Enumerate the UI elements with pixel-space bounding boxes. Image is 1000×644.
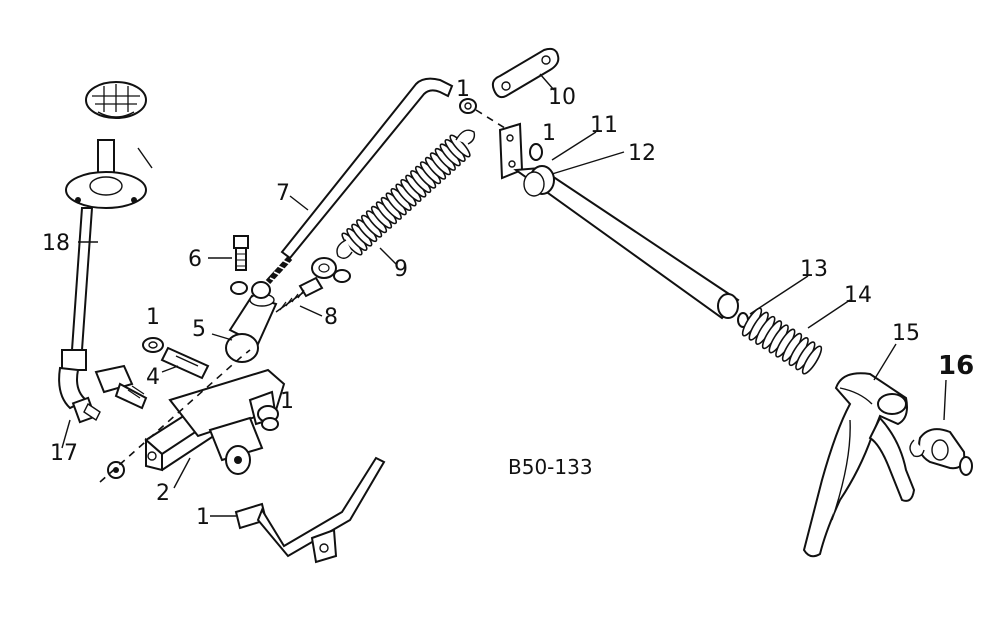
eye-bolt-part-8 (275, 257, 351, 313)
callout-washer-bracket: 1 (280, 389, 294, 414)
hex-bolt (94, 364, 148, 410)
callout-12: 12 (628, 141, 656, 166)
washer-bracket-right (261, 417, 279, 431)
callout-15: 15 (892, 321, 920, 346)
link-plate-part-10 (491, 47, 560, 99)
reference-code: B50-133 (508, 455, 593, 479)
clevis-part-5 (225, 293, 278, 363)
spring-hook-lower (336, 239, 353, 259)
callout-14: 14 (844, 283, 872, 308)
spring-coil (449, 134, 471, 158)
assembly-line-upper (475, 109, 509, 131)
callout-2: 2 (156, 481, 170, 506)
callout-washer-shaft: 1 (542, 121, 556, 146)
sleeve-part-16 (909, 428, 973, 476)
callout-18: 18 (42, 231, 70, 256)
pin-part-4 (160, 346, 210, 380)
pedal-arm-part-1 (234, 456, 386, 564)
bracket-part-2 (144, 368, 286, 475)
callout-8: 8 (324, 305, 338, 330)
callout-7: 7 (276, 181, 290, 206)
bolt-part-17 (71, 396, 101, 424)
callout-4: 4 (146, 365, 160, 390)
assembly-line-lower (99, 349, 251, 483)
callout-1: 1 (196, 505, 210, 530)
spring-hook-upper (455, 129, 476, 145)
callout-13: 13 (800, 257, 828, 282)
spring-part-9 (341, 134, 471, 256)
callout-16: 16 (938, 351, 974, 381)
callout-10: 10 (548, 85, 576, 110)
callout-washer-left: 1 (146, 305, 160, 330)
control-rod-part-7 (265, 77, 454, 285)
callout-11: 11 (590, 113, 618, 138)
callout-5: 5 (192, 317, 206, 342)
spring-coil (801, 345, 823, 375)
selector-fork-part-15 (802, 372, 916, 558)
callout-17: 17 (50, 441, 78, 466)
gear-lever-part-18 (58, 81, 147, 410)
spring-part-14 (741, 307, 823, 375)
callout-labels: 18 17 2 1 4 5 6 7 8 9 10 11 12 13 14 15 … (42, 77, 974, 530)
leader-lines (61, 73, 947, 517)
washer-marker-line (137, 147, 153, 169)
callout-9: 9 (394, 257, 408, 282)
selector-shaft (498, 122, 740, 320)
bolt-part-6 (230, 235, 271, 299)
callout-6: 6 (188, 247, 202, 272)
callout-washer-top: 1 (456, 77, 470, 102)
